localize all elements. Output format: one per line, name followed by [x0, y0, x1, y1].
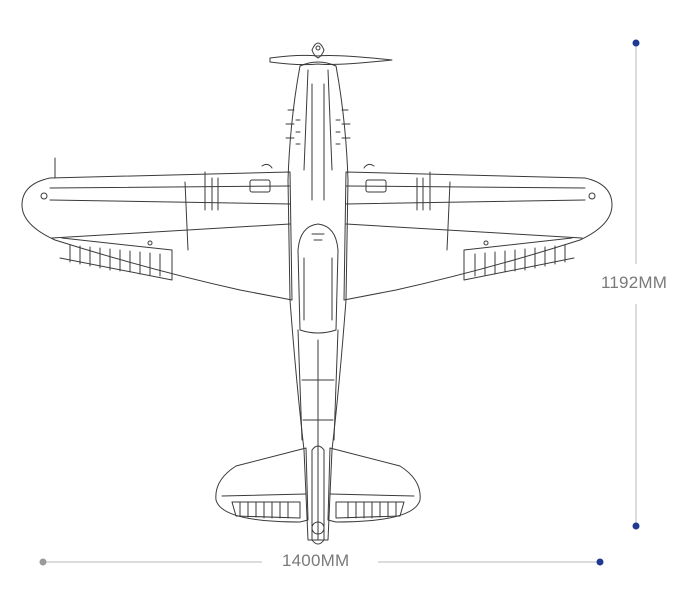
wingspan-start-dot [39, 558, 47, 566]
length-label: 1192MM [601, 273, 668, 292]
length-end-dot [632, 522, 640, 530]
length-dimension [632, 39, 640, 530]
propeller [269, 42, 393, 66]
wingspan-end-dot [596, 558, 604, 566]
length-start-dot [632, 39, 640, 47]
right-wing [343, 163, 613, 301]
wingspan-dimension [39, 558, 604, 566]
fuselage [285, 61, 351, 541]
left-wing [21, 157, 293, 301]
wingspan-label: 1400MM [282, 551, 350, 570]
tail [215, 445, 421, 545]
